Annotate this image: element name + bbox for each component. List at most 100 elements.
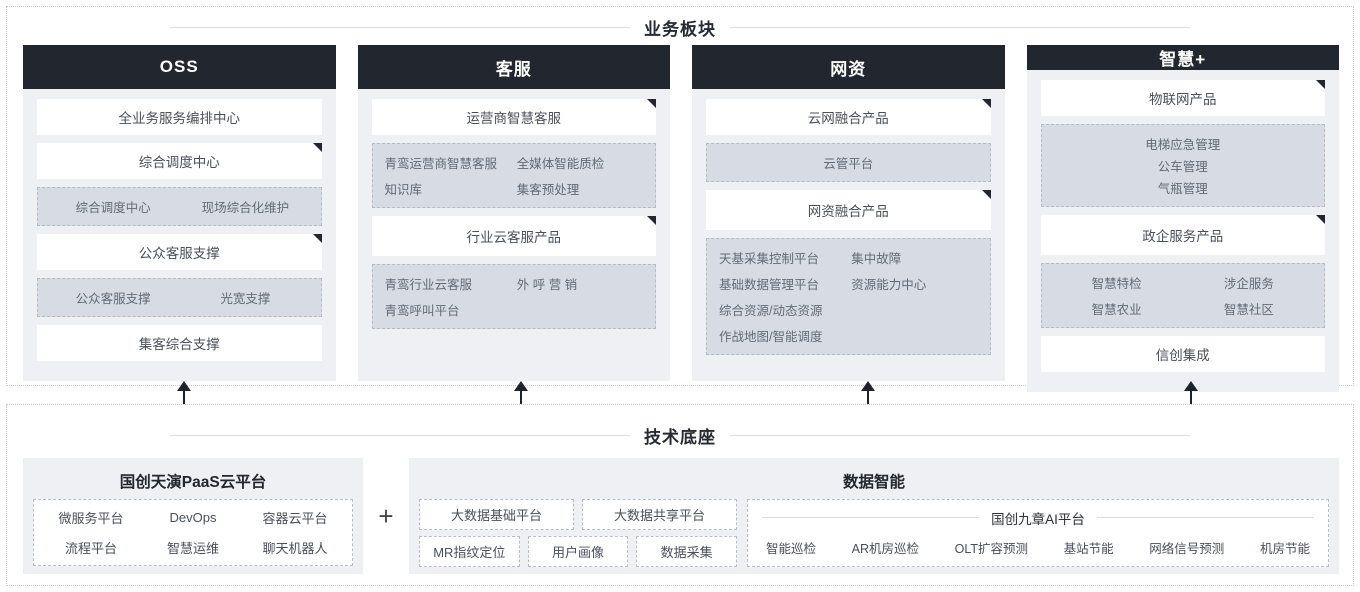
card-综合调度中心[interactable]: 综合调度中心	[37, 143, 322, 179]
column-header-network-resource[interactable]: 网资	[692, 45, 1005, 89]
sub-item[interactable]: 现场综合化维护	[201, 201, 290, 215]
sub-item[interactable]: 基础数据管理平台	[719, 278, 820, 292]
data-chip[interactable]: 数据采集	[636, 536, 738, 567]
card-运营商智慧客服[interactable]: 运营商智慧客服	[371, 99, 656, 135]
card-云网融合产品[interactable]: 云网融合产品	[706, 99, 991, 135]
sub-item-empty	[517, 300, 643, 319]
sub-item[interactable]: 全媒体智能质检	[516, 157, 605, 171]
card-title: 信创集成	[1155, 348, 1210, 363]
data-chip[interactable]: MR指纹定位	[419, 536, 520, 567]
subpanel-网资融合产品: 天基采集控制平台 集中故障 基础数据管理平台 资源能力中心 综合资源/动态资源 …	[706, 238, 991, 355]
data-chip[interactable]: 大数据基础平台	[419, 499, 574, 530]
data-chip-row-2: MR指纹定位 用户画像 数据采集	[419, 536, 738, 567]
sub-item[interactable]: 光宽支撑	[220, 292, 271, 306]
ai-platform-title-text: 国创九章AI平台	[991, 511, 1085, 527]
sub-item-empty	[851, 300, 977, 319]
title-rule-left	[170, 435, 630, 436]
card-title: 全业务服务编排中心	[118, 111, 241, 126]
subpanel-运营商智慧客服: 青鸾运营商智慧客服 全媒体智能质检 知识库 集客预处理	[371, 143, 656, 208]
sub-item-empty	[851, 326, 977, 345]
arrow-shaft	[867, 387, 869, 407]
column-header-smart-plus[interactable]: 智慧+	[1026, 45, 1339, 70]
arrow-up-oss	[177, 381, 191, 407]
ai-item[interactable]: 机房节能	[1259, 541, 1310, 556]
sub-item[interactable]: 集中故障	[851, 252, 902, 266]
sub-item[interactable]: 涉企服务	[1223, 277, 1274, 291]
card-集客综合支撑[interactable]: 集客综合支撑	[37, 325, 322, 361]
ai-platform-panel: 国创九章AI平台 智能巡检 AR机房巡检 OLT扩容预测 基站节能 网络信号预测…	[747, 499, 1329, 567]
paas-title: 国创天演PaaS云平台	[119, 474, 267, 491]
sub-item[interactable]: 知识库	[384, 183, 423, 197]
data-intelligence-title: 数据智能	[842, 474, 905, 491]
sub-item[interactable]: 电梯应急管理	[1145, 138, 1221, 152]
business-columns: OSS 全业务服务编排中心 综合调度中心 综合调度中心 现场综合化维护	[23, 45, 1339, 392]
sub-item[interactable]: 智慧农业	[1091, 303, 1142, 317]
column-body-oss: 全业务服务编排中心 综合调度中心 综合调度中心 现场综合化维护	[23, 89, 336, 381]
column-network-resource: 网资 云网融合产品 云管平台 网资融合产品	[692, 45, 1005, 381]
card-行业云客服产品[interactable]: 行业云客服产品	[371, 216, 656, 256]
sub-item[interactable]: 青鸾运营商智慧客服	[384, 157, 498, 171]
arrow-shaft	[520, 387, 522, 407]
data-intelligence-body: 大数据基础平台 大数据共享平台 MR指纹定位 用户画像 数据采集 国创九章AI平	[419, 499, 1329, 567]
title-rule-right	[730, 435, 1190, 436]
column-header-oss[interactable]: OSS	[23, 45, 336, 89]
card-title: 集客综合支撑	[138, 337, 220, 352]
sub-item[interactable]: 天基采集控制平台	[719, 252, 820, 266]
card-title: 公众客服支撑	[138, 246, 220, 261]
ai-item[interactable]: AR机房巡检	[851, 541, 920, 556]
corner-triangle-icon	[312, 234, 322, 243]
sub-item[interactable]: 智慧社区	[1223, 303, 1274, 317]
sub-item[interactable]: 综合资源/动态资源	[719, 304, 823, 318]
corner-triangle-icon	[981, 99, 991, 108]
card-全业务服务编排中心[interactable]: 全业务服务编排中心	[37, 99, 322, 135]
card-title: 综合调度中心	[138, 155, 220, 170]
sub-item[interactable]: 公众客服支撑	[75, 292, 151, 306]
card-title: 行业云客服产品	[466, 230, 562, 245]
filler	[372, 337, 657, 369]
sub-item[interactable]: 云管平台	[823, 157, 874, 171]
sub-item[interactable]: 外 呼 营 销	[516, 278, 578, 292]
ai-item[interactable]: OLT扩容预测	[954, 541, 1029, 556]
paas-items: 微服务平台 DevOps 容器云平台 流程平台 智慧运维 聊天机器人	[33, 499, 353, 566]
card-政企服务产品[interactable]: 政企服务产品	[1040, 215, 1325, 255]
data-chip-grid: 大数据基础平台 大数据共享平台 MR指纹定位 用户画像 数据采集	[419, 499, 738, 567]
paas-item[interactable]: 容器云平台	[262, 511, 328, 527]
arrow-up-network-resource	[861, 381, 875, 407]
ai-item[interactable]: 智能巡检	[766, 541, 817, 556]
arrow-up-customer-service	[514, 381, 528, 407]
paas-item[interactable]: 智慧运维	[166, 540, 219, 556]
paas-item[interactable]: 微服务平台	[58, 511, 124, 527]
sub-item[interactable]: 公车管理	[1157, 160, 1208, 174]
ai-item[interactable]: 网络信号预测	[1149, 541, 1225, 556]
sub-item[interactable]: 青鸾呼叫平台	[384, 304, 460, 318]
ai-item[interactable]: 基站节能	[1063, 541, 1114, 556]
card-网资融合产品[interactable]: 网资融合产品	[706, 190, 991, 230]
sub-item[interactable]: 作战地图/智能调度	[719, 330, 823, 344]
data-chip[interactable]: 大数据共享平台	[582, 499, 737, 530]
sub-item[interactable]: 资源能力中心	[851, 278, 927, 292]
card-物联网产品[interactable]: 物联网产品	[1040, 80, 1325, 116]
column-body-customer-service: 运营商智慧客服 青鸾运营商智慧客服 全媒体智能质检 知识库 集客预处理 行业云客…	[357, 89, 670, 381]
card-信创集成[interactable]: 信创集成	[1040, 336, 1325, 372]
subpanel-综合调度中心: 综合调度中心 现场综合化维护	[37, 187, 322, 226]
card-公众客服支撑[interactable]: 公众客服支撑	[37, 234, 322, 270]
corner-triangle-icon	[1316, 215, 1325, 224]
data-chip[interactable]: 用户画像	[527, 536, 629, 567]
subpanel-云网融合产品: 云管平台	[706, 143, 991, 182]
data-chip-row-1: 大数据基础平台 大数据共享平台	[419, 499, 737, 530]
paas-item[interactable]: DevOps	[169, 510, 217, 526]
sub-item[interactable]: 综合调度中心	[75, 201, 151, 215]
sub-item[interactable]: 青鸾行业云客服	[384, 278, 473, 292]
arrow-up-smart-plus	[1184, 381, 1198, 407]
paas-item[interactable]: 聊天机器人	[262, 540, 328, 556]
ai-title-rule-right	[1096, 517, 1315, 518]
sub-item[interactable]: 气瓶管理	[1157, 182, 1208, 196]
card-title: 运营商智慧客服	[466, 111, 562, 126]
paas-item[interactable]: 流程平台	[64, 540, 117, 556]
sub-item[interactable]: 智慧特检	[1091, 277, 1142, 291]
column-header-customer-service[interactable]: 客服	[357, 45, 670, 89]
sub-item[interactable]: 集客预处理	[516, 183, 580, 197]
subpanel-政企服务产品: 智慧特检 涉企服务 智慧农业 智慧社区	[1040, 263, 1325, 328]
subpanel-行业云客服产品: 青鸾行业云客服 外 呼 营 销 青鸾呼叫平台	[371, 264, 656, 329]
